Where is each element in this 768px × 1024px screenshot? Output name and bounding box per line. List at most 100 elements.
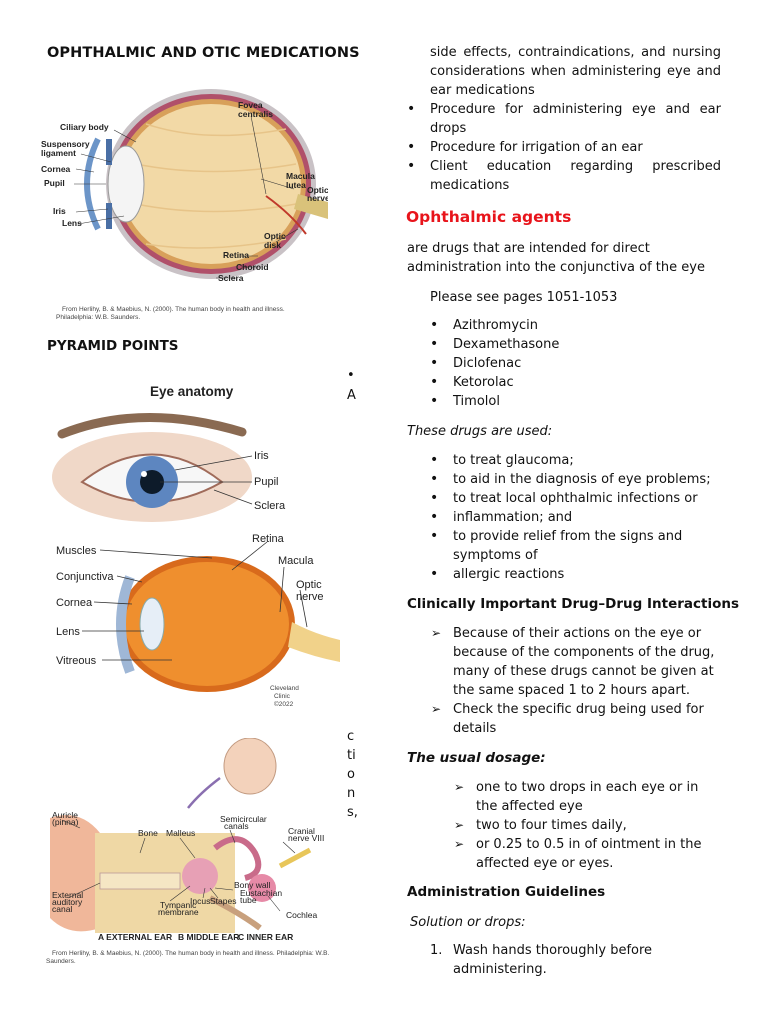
fig2-label: Pupil bbox=[254, 476, 278, 488]
list-item: one to two drops in each eye or in the a… bbox=[454, 778, 722, 816]
list-item: Because of their actions on the eye or b… bbox=[431, 624, 719, 700]
fig3-label: (pinna) bbox=[52, 817, 79, 827]
list-item: to provide relief from the signs and sym… bbox=[430, 527, 693, 565]
fig2-label: Conjunctiva bbox=[56, 571, 114, 583]
fig1-label: Optic bbox=[264, 231, 286, 241]
fig2-label: Optic bbox=[296, 579, 322, 591]
step-text: Wash hands thoroughly before administeri… bbox=[453, 943, 653, 977]
fig1-label: Pupil bbox=[44, 178, 65, 188]
fig2-label: Sclera bbox=[254, 500, 286, 512]
fig2-label: Iris bbox=[254, 450, 269, 462]
fig1-label: Optic bbox=[307, 185, 328, 195]
stray-letter: ti bbox=[347, 748, 356, 763]
fig2-credit: Clinic bbox=[274, 693, 291, 700]
uses-heading: These drugs are used: bbox=[407, 424, 553, 439]
fig3-label: nerve VIII bbox=[288, 833, 324, 843]
stray-bullet: • bbox=[347, 368, 355, 383]
topics-list: Procedure for administering eye and ear … bbox=[407, 100, 721, 195]
see-pages-note: Please see pages 1051-1053 bbox=[430, 290, 618, 305]
fig2-credit: ©2022 bbox=[274, 700, 294, 708]
fig3-caption: Saunders. bbox=[46, 958, 76, 965]
eye-anatomy-illustration: Eye anatomy bbox=[52, 372, 340, 722]
ear-anatomy-figure: Auricle (pinna) Bone Malleus Semicircula… bbox=[40, 737, 338, 966]
fig3-section: B MIDDLE EAR bbox=[178, 932, 239, 942]
stray-letter: A bbox=[347, 388, 356, 403]
fig1-caption: Philadelphia: W.B. Saunders. bbox=[56, 314, 140, 321]
eye-cross-section-illustration: Ciliary body Suspensory ligament Cornea … bbox=[36, 84, 330, 324]
list-item: Dexamethasone bbox=[430, 335, 713, 354]
fig3-caption: From Herlihy, B. & Maebius, N. (2000). T… bbox=[52, 950, 329, 957]
list-item: allergic reactions bbox=[430, 565, 715, 584]
fig1-label: Sclera bbox=[218, 273, 244, 283]
fig3-label: Auricle bbox=[52, 810, 78, 820]
fig1-label: Choroid bbox=[236, 262, 269, 272]
fig1-label: Macula bbox=[286, 171, 315, 181]
fig2-label: Retina bbox=[252, 533, 285, 545]
fig1-label: Iris bbox=[53, 206, 66, 216]
drug-list: Azithromycin Dexamethasone Diclofenac Ke… bbox=[430, 316, 713, 411]
dosage-list: one to two drops in each eye or in the a… bbox=[454, 778, 722, 873]
fig3-label: Bony wall bbox=[234, 880, 270, 890]
fig2-label: Vitreous bbox=[56, 655, 97, 667]
fig3-label: canals bbox=[224, 821, 249, 831]
list-item: inflammation; and bbox=[430, 508, 715, 527]
list-item: Procedure for administering eye and ear … bbox=[407, 100, 721, 138]
fig3-label: Eustachian bbox=[240, 888, 282, 898]
list-item: Ketorolac bbox=[430, 373, 713, 392]
fig3-label: External bbox=[52, 890, 83, 900]
fig3-label: Cranial bbox=[288, 826, 315, 836]
stray-letter: s, bbox=[347, 805, 358, 820]
fig3-label: Bone bbox=[138, 828, 158, 838]
fig3-label: Semicircular bbox=[220, 814, 267, 824]
ear-anatomy-illustration: Auricle (pinna) Bone Malleus Semicircula… bbox=[40, 737, 338, 966]
interactions-list: Because of their actions on the eye or b… bbox=[431, 624, 719, 738]
fig1-label: Lens bbox=[62, 218, 82, 228]
list-item: Procedure for irrigation of an ear bbox=[407, 138, 721, 157]
fig2-label: Lens bbox=[56, 626, 80, 638]
list-item: or 0.25 to 0.5 in of ointment in the aff… bbox=[454, 835, 722, 873]
fig2-credit: Cleveland bbox=[270, 685, 299, 692]
solution-heading: Solution or drops: bbox=[410, 915, 526, 930]
interactions-heading: Clinically Important Drug–Drug Interacti… bbox=[407, 596, 740, 612]
list-item: to treat glaucoma; bbox=[430, 451, 715, 470]
fig1-label: disk bbox=[264, 240, 281, 250]
uses-list: to treat glaucoma; to aid in the diagnos… bbox=[430, 451, 715, 584]
fig3-label: Stapes bbox=[210, 896, 236, 906]
list-item: Timolol bbox=[430, 392, 713, 411]
list-item: to treat local ophthalmic infections or bbox=[430, 489, 715, 508]
list-item: Azithromycin bbox=[430, 316, 713, 335]
fig1-label: centralis bbox=[238, 109, 273, 119]
stray-letter: o bbox=[347, 767, 355, 782]
dosage-heading: The usual dosage: bbox=[407, 750, 546, 766]
ophthalmic-definition: are drugs that are intended for direct a… bbox=[407, 241, 705, 275]
fig3-label: membrane bbox=[158, 907, 199, 917]
list-item: Check the specific drug being used for d… bbox=[431, 700, 719, 738]
fig1-caption: From Herlihy, B. & Maebius, N. (2000). T… bbox=[62, 306, 285, 313]
pyramid-points-heading: PYRAMID POINTS bbox=[47, 338, 179, 354]
fig2-label: Muscles bbox=[56, 545, 97, 557]
stray-letter: c bbox=[347, 729, 355, 744]
steps-list: 1. Wash hands thoroughly before administ… bbox=[430, 941, 693, 979]
list-item: Diclofenac bbox=[430, 354, 713, 373]
fig2-label: Macula bbox=[278, 555, 314, 567]
fig1-label: Ciliary body bbox=[60, 122, 109, 132]
fig2-title: Eye anatomy bbox=[150, 384, 234, 399]
eye-anatomy-figure: Eye anatomy bbox=[52, 372, 340, 722]
fig1-label: Cornea bbox=[41, 164, 71, 174]
document-title: OPHTHALMIC AND OTIC MEDICATIONS bbox=[47, 45, 360, 61]
step-number: 1. bbox=[430, 943, 443, 958]
fig3-section: C INNER EAR bbox=[238, 932, 293, 942]
fig3-label: canal bbox=[52, 904, 72, 914]
fig1-label: lutea bbox=[286, 180, 306, 190]
fig3-label: tube bbox=[240, 895, 257, 905]
fig1-label: nerve bbox=[307, 193, 328, 203]
fig2-label: Cornea bbox=[56, 597, 93, 609]
fig3-label: Incus bbox=[190, 896, 210, 906]
fig3-section: A EXTERNAL EAR bbox=[98, 932, 172, 942]
fig3-label: Cochlea bbox=[286, 910, 317, 920]
eye-cross-section-figure: Ciliary body Suspensory ligament Cornea … bbox=[36, 84, 330, 324]
fig2-label: nerve bbox=[296, 591, 324, 603]
fig1-label: Retina bbox=[223, 250, 249, 260]
fig3-label: Tympanic bbox=[160, 900, 197, 910]
fig1-label: ligament bbox=[41, 148, 76, 158]
